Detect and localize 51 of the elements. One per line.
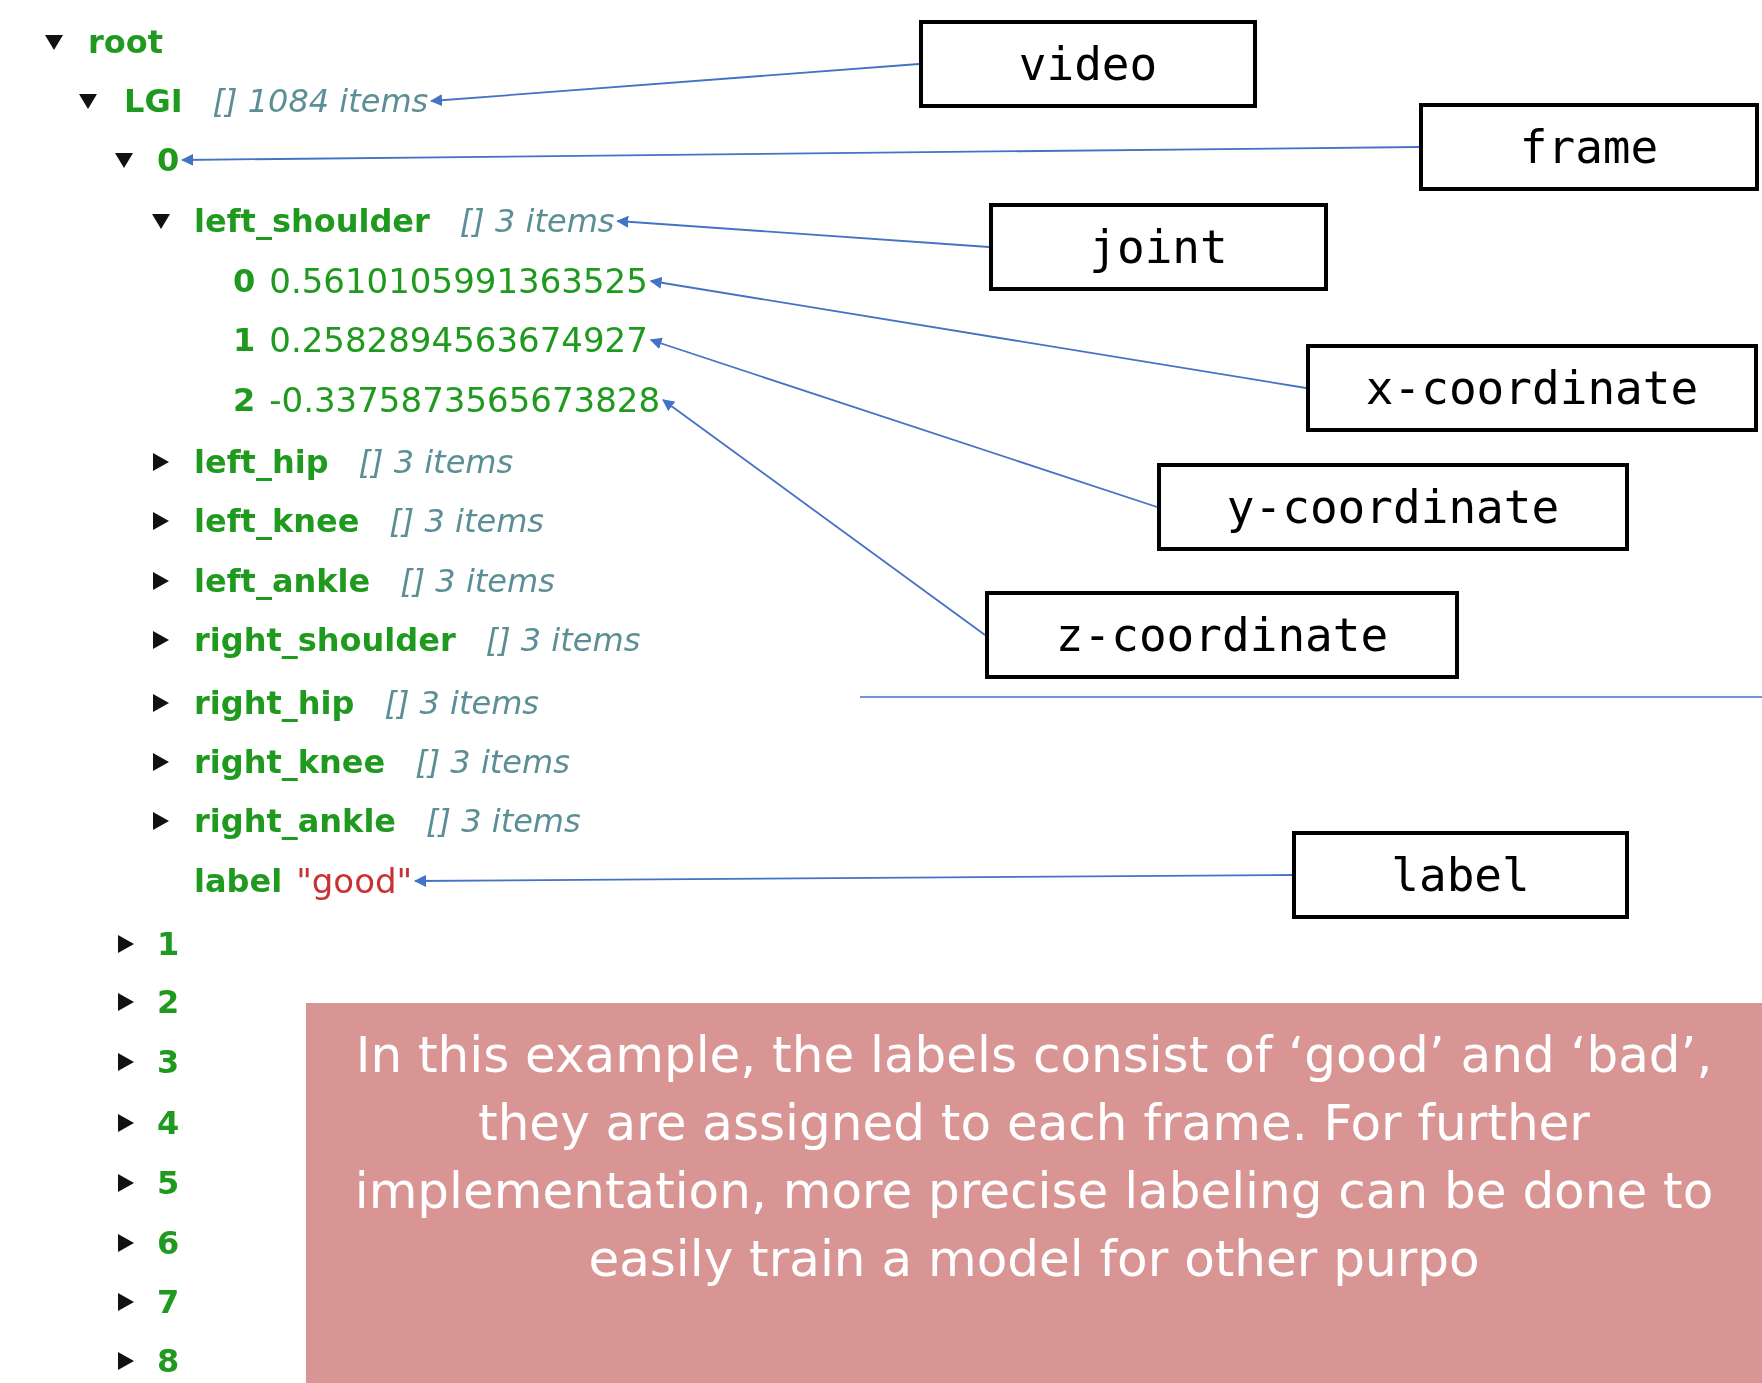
tree-key: LGI	[124, 79, 183, 123]
arrow	[430, 63, 920, 107]
tree-key: 5	[157, 1161, 180, 1205]
item-count: [] 3 items	[459, 201, 615, 242]
annotation-box: frame	[1419, 103, 1759, 191]
tree-key: 0	[157, 138, 180, 182]
tree-key: label	[194, 859, 283, 903]
tree-key: 2	[157, 980, 180, 1024]
tree-key: left_shoulder	[194, 199, 430, 243]
tree-key: 8	[157, 1339, 180, 1383]
number-value: 0.5610105991363525	[269, 260, 648, 303]
tree-key: right_shoulder	[194, 618, 456, 662]
string-value: "good"	[296, 860, 413, 903]
arrow	[649, 276, 1307, 389]
tree-key: right_hip	[194, 681, 355, 725]
tree-key: 3	[157, 1040, 180, 1084]
arrow	[662, 399, 986, 636]
annotation-box: joint	[989, 203, 1328, 291]
item-count: [] 3 items	[358, 442, 514, 483]
tree-key: left_ankle	[194, 559, 371, 603]
arrow	[181, 146, 1420, 166]
tree-key: left_hip	[194, 440, 329, 484]
item-count: [] 1084 items	[212, 81, 429, 122]
annotation-box: z-coordinate	[985, 591, 1459, 679]
array-index: 2	[233, 380, 256, 421]
item-count: [] 3 items	[400, 561, 555, 602]
tree-key: right_knee	[194, 740, 386, 784]
item-count: [] 3 items	[485, 620, 641, 661]
arrow	[616, 215, 990, 248]
tree-key: 1	[157, 922, 180, 966]
tree-key: 4	[157, 1101, 180, 1145]
annotation-box: video	[919, 20, 1257, 108]
annotation-box: y-coordinate	[1157, 463, 1629, 551]
array-index: 0	[233, 261, 256, 302]
number-value: -0.3375873565673828	[269, 379, 661, 422]
arrow	[414, 874, 1293, 887]
arrow	[649, 337, 1158, 508]
item-count: [] 3 items	[426, 801, 581, 842]
number-value: 0.2582894563674927	[269, 319, 648, 362]
annotation-box: label	[1292, 831, 1629, 919]
item-count: [] 3 items	[389, 501, 544, 542]
tree-key: root	[88, 20, 164, 64]
item-count: [] 3 items	[384, 683, 540, 724]
tree-key: left_knee	[194, 499, 360, 543]
array-index: 1	[233, 320, 256, 361]
tree-key: 7	[157, 1280, 180, 1324]
note-panel: In this example, the labels consist of ‘good’ and ‘bad’, they are assigned to each frame. For further implementation, more precise labeling can be done to easily train a model for other purpo	[306, 1003, 1762, 1383]
item-count: [] 3 items	[415, 742, 570, 783]
tree-key: 6	[157, 1221, 180, 1265]
tree-key: right_ankle	[194, 799, 397, 843]
annotation-box: x-coordinate	[1306, 344, 1758, 432]
